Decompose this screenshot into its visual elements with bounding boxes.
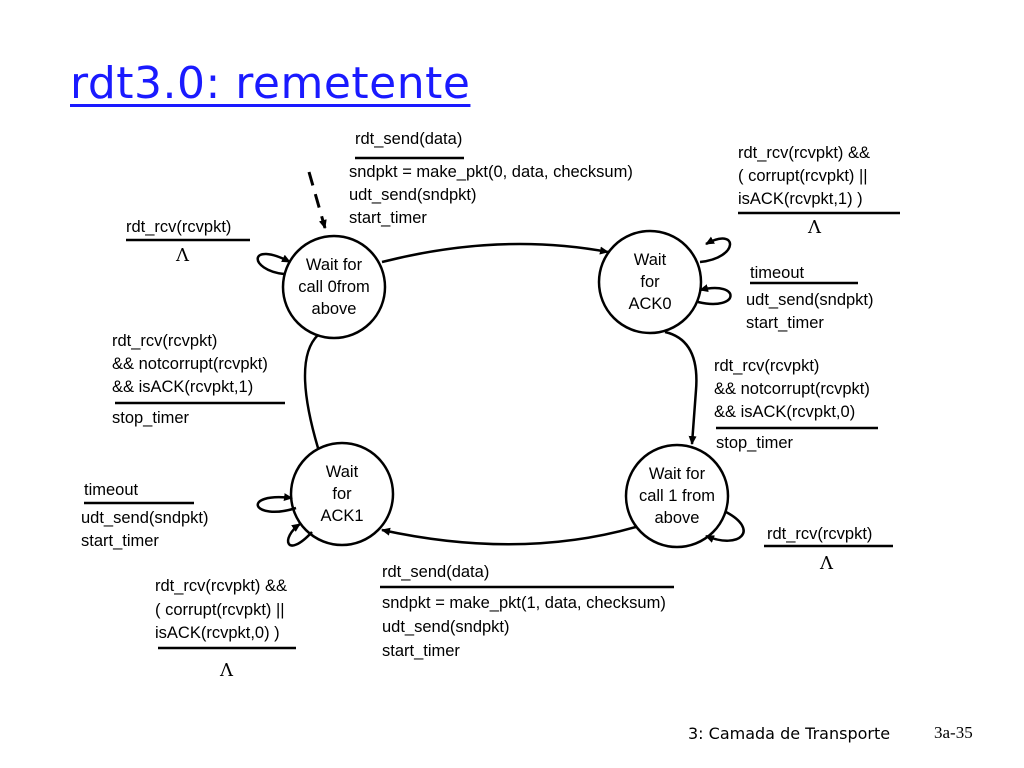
send1-action-3: start_timer <box>382 642 460 660</box>
ack0-bad-action: Λ <box>808 217 821 238</box>
timeout0-action-2: start_timer <box>746 314 824 332</box>
loop-timeout1 <box>256 493 297 513</box>
idle1-action: Λ <box>820 553 833 574</box>
ack1-ok-event-1: rdt_rcv(rcvpkt) <box>112 332 218 350</box>
arrow-send0 <box>381 242 609 264</box>
ack1-bad-event-1: rdt_rcv(rcvpkt) && <box>155 577 288 595</box>
send0-event: rdt_send(data) <box>355 130 463 148</box>
ack0-bad-event-1: rdt_rcv(rcvpkt) && <box>738 144 871 162</box>
timeout0-action-1: udt_send(sndpkt) <box>746 291 874 309</box>
timeout1-event: timeout <box>84 481 139 499</box>
footer-chapter: 3: Camada de Transporte <box>688 724 891 743</box>
idle0-action: Λ <box>176 245 189 266</box>
loop-timeout0 <box>697 284 732 306</box>
ack0-bad-event-3: isACK(rcvpkt,1) ) <box>738 190 863 208</box>
send0-action-1: sndpkt = make_pkt(0, data, checksum) <box>349 163 633 181</box>
arrow-send1 <box>381 525 637 546</box>
ack1-bad-action: Λ <box>220 660 233 681</box>
loop-idle1 <box>705 510 745 543</box>
send1-action-1: sndpkt = make_pkt(1, data, checksum) <box>382 594 666 612</box>
timeout0-event: timeout <box>750 264 805 282</box>
ack1-bad-event-2: ( corrupt(rcvpkt) || <box>155 601 285 619</box>
ack0-ok-action: stop_timer <box>716 434 794 452</box>
timeout1-action-2: start_timer <box>81 532 159 550</box>
ack0-ok-event-1: rdt_rcv(rcvpkt) <box>714 357 820 375</box>
state-circle-wait-ack-0 <box>597 229 703 335</box>
ack0-bad-event-2: ( corrupt(rcvpkt) || <box>738 167 868 185</box>
state-wait-ack-0: Wait for ACK0 <box>628 251 672 313</box>
ack0-ok-event-2: && notcorrupt(rcvpkt) <box>714 380 870 398</box>
send0-action-3: start_timer <box>349 209 427 227</box>
send0-action-2: udt_send(sndpkt) <box>349 186 477 204</box>
slide-title: rdt3.0: remetente <box>70 58 471 109</box>
loop-ack0-bad <box>699 236 732 264</box>
ack1-ok-action: stop_timer <box>112 409 190 427</box>
ack1-ok-event-3: && isACK(rcvpkt,1) <box>112 378 254 396</box>
send1-event: rdt_send(data) <box>382 563 490 581</box>
arrow-ack0-ok <box>664 330 698 445</box>
state-circle-wait-call-0 <box>281 234 387 340</box>
loop-ack1-bad <box>286 522 313 547</box>
ack0-ok-event-3: && isACK(rcvpkt,0) <box>714 403 856 421</box>
slide-number: 3a-35 <box>934 723 973 742</box>
loop-idle0 <box>256 252 291 276</box>
state-wait-ack-1: Wait for ACK1 <box>320 463 364 525</box>
idle0-event: rdt_rcv(rcvpkt) <box>126 218 232 236</box>
state-circle-wait-call-1 <box>624 443 730 549</box>
initial-arrow <box>307 171 327 229</box>
arrow-ack1-ok <box>303 334 320 449</box>
state-wait-call-1: Wait for call 1 from above <box>638 465 716 527</box>
timeout1-action-1: udt_send(sndpkt) <box>81 509 209 527</box>
ack1-ok-event-2: && notcorrupt(rcvpkt) <box>112 355 268 373</box>
state-wait-call-0: Wait for call 0from above <box>298 256 370 318</box>
idle1-event: rdt_rcv(rcvpkt) <box>767 525 873 543</box>
send1-action-2: udt_send(sndpkt) <box>382 618 510 636</box>
ack1-bad-event-3: isACK(rcvpkt,0) ) <box>155 624 280 642</box>
